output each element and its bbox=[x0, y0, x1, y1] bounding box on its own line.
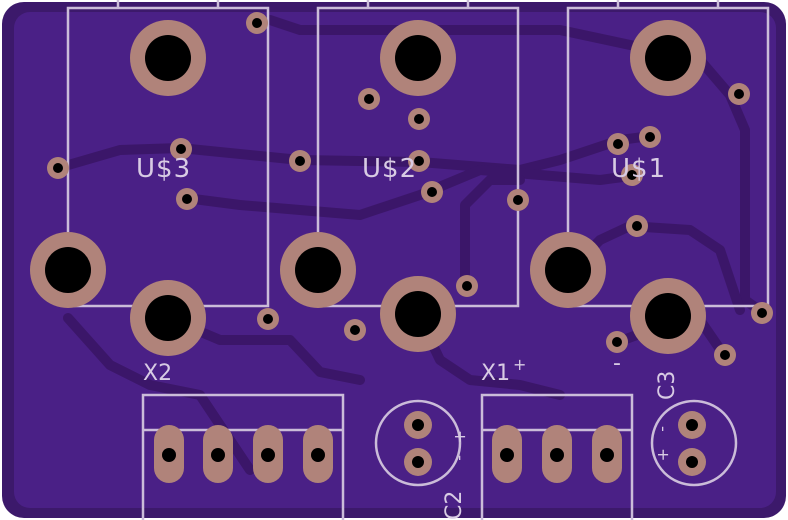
label-x1: X1 bbox=[481, 361, 510, 386]
via bbox=[621, 164, 643, 186]
connector-pads-x2 bbox=[154, 425, 333, 483]
via bbox=[639, 126, 661, 148]
label-c3: C3 bbox=[655, 371, 680, 400]
via bbox=[170, 138, 192, 160]
pad-us1-left bbox=[530, 232, 606, 308]
label-us1: U$1 bbox=[611, 154, 666, 184]
capacitor-pads bbox=[404, 411, 706, 476]
via bbox=[421, 181, 443, 203]
pad-us3-top bbox=[130, 20, 206, 96]
copper-pour bbox=[14, 12, 776, 508]
via bbox=[606, 331, 628, 353]
pad-us2-left bbox=[280, 232, 356, 308]
label-minus-c3: - bbox=[613, 351, 621, 376]
via bbox=[728, 83, 750, 105]
via bbox=[176, 188, 198, 210]
connector-pads-x1 bbox=[492, 425, 622, 483]
pad-us3-bottom bbox=[130, 280, 206, 356]
switch-pads bbox=[30, 20, 706, 356]
via bbox=[751, 302, 773, 324]
via bbox=[626, 215, 648, 237]
label-us2: U$2 bbox=[362, 154, 417, 184]
connector-outline-x1 bbox=[480, 393, 634, 520]
capacitor-outline-c2 bbox=[374, 399, 462, 487]
via bbox=[47, 157, 69, 179]
connector-outline-x2 bbox=[141, 393, 345, 520]
via bbox=[408, 150, 430, 172]
via bbox=[607, 133, 629, 155]
pad-us2-top bbox=[380, 20, 456, 96]
label-x2: X2 bbox=[143, 361, 172, 386]
via bbox=[246, 12, 268, 34]
pad-us2-bottom bbox=[380, 276, 456, 352]
pad-us1-top bbox=[630, 20, 706, 96]
label-c3-minus: - bbox=[654, 426, 673, 432]
via bbox=[456, 275, 478, 297]
pad-us1-bottom bbox=[630, 278, 706, 354]
via bbox=[344, 319, 366, 341]
label-c3-plus: + bbox=[654, 448, 673, 461]
capacitor-outline-c3 bbox=[650, 399, 738, 487]
label-c2-minus: - bbox=[451, 455, 470, 461]
pad-us3-left bbox=[30, 232, 106, 308]
vias bbox=[47, 12, 773, 366]
via bbox=[507, 189, 529, 211]
via bbox=[358, 88, 380, 110]
via bbox=[408, 108, 430, 130]
via bbox=[289, 150, 311, 172]
via bbox=[714, 344, 736, 366]
label-c2: C2 bbox=[442, 491, 467, 520]
via bbox=[257, 308, 279, 330]
label-us3: U$3 bbox=[136, 154, 191, 184]
label-x1-plus: + bbox=[513, 355, 526, 374]
label-c2-plus: + bbox=[451, 430, 470, 443]
